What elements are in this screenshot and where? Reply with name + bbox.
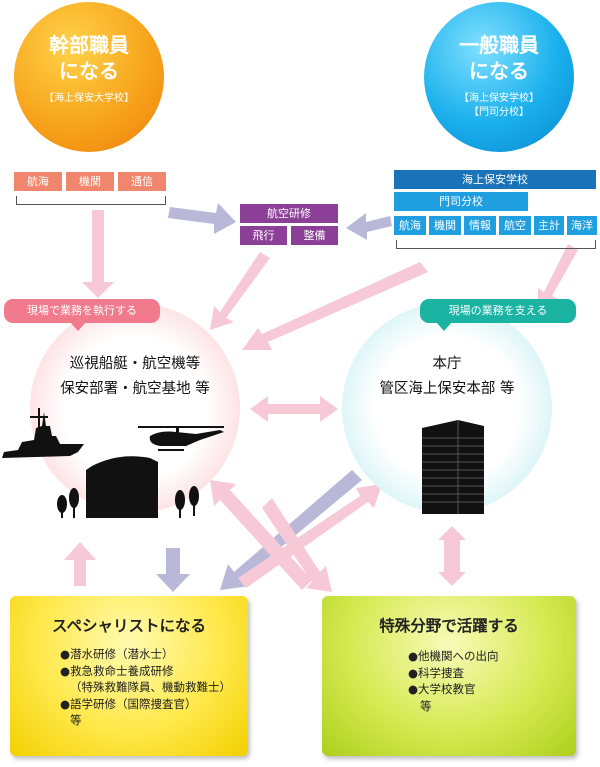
course-pill: 航空 bbox=[499, 216, 531, 235]
general-subtitle-line2: 【門司分校】 bbox=[469, 107, 529, 118]
general-subtitle: 【海上保安学校】 【門司分校】 bbox=[459, 92, 539, 120]
course-pill: 海洋 bbox=[567, 216, 597, 235]
list-item: ●語学研修（国際捜査官） bbox=[60, 696, 197, 711]
course-pill: 通信 bbox=[118, 172, 166, 191]
special-field-box: 特殊分野で活躍する ●他機関への出向 ●科学捜査 ●大学校教官 等 bbox=[322, 596, 576, 756]
aviation-label: 航空研修 bbox=[240, 204, 338, 223]
arrow-specialist-to-hq bbox=[238, 484, 382, 588]
general-subtitle-line1: 【海上保安学校】 bbox=[459, 93, 539, 104]
field-callout: 現場で業務を執行する bbox=[4, 299, 160, 323]
field-text: 巡視船艇・航空機等 保安部署・航空基地 等 bbox=[34, 352, 236, 402]
course-pill: 機関 bbox=[429, 216, 461, 235]
branch-label: 門司分校 bbox=[394, 192, 528, 211]
course-bracket bbox=[396, 240, 596, 249]
arrow-left-to-field bbox=[82, 210, 114, 298]
cadre-title: 幹部職員 になる bbox=[49, 32, 129, 84]
cadre-title-line1: 幹部職員 bbox=[49, 33, 129, 57]
arrow-green-to-field bbox=[210, 480, 312, 590]
arrow-right-to-field bbox=[242, 262, 428, 350]
field-line2: 保安部署・航空基地 等 bbox=[60, 381, 210, 397]
hq-building-icon bbox=[422, 420, 484, 514]
field-line1: 巡視船艇・航空機等 bbox=[69, 356, 201, 372]
aviation-course: 飛行 bbox=[240, 226, 287, 245]
list-item: （特殊救難隊員、機動救難士） bbox=[70, 680, 231, 694]
course-pill: 主計 bbox=[534, 216, 564, 235]
special-field-title: 特殊分野で活躍する bbox=[379, 617, 519, 635]
cadre-career-circle: 幹部職員 になる 【海上保安大学校】 bbox=[14, 2, 164, 152]
list-item: 等 bbox=[70, 713, 82, 727]
list-item: ●科学捜査 bbox=[408, 665, 465, 680]
specialist-title: スペシャリストになる bbox=[52, 617, 206, 635]
course-bracket bbox=[16, 196, 166, 205]
arrow-field-hq bbox=[250, 396, 338, 422]
hq-line1: 本庁 bbox=[432, 356, 462, 372]
hq-text: 本庁 管区海上保安本部 等 bbox=[346, 352, 548, 402]
list-item: ●潜水研修（潜水士） bbox=[60, 647, 174, 661]
field-callout-tail bbox=[70, 322, 86, 331]
ship-aircraft-silhouette bbox=[2, 408, 224, 518]
hq-line2: 管区海上保安本部 等 bbox=[379, 381, 515, 397]
general-title-line2: になる bbox=[469, 59, 529, 83]
course-pill: 機関 bbox=[66, 172, 114, 191]
arrow-field-to-specialist bbox=[156, 548, 190, 592]
general-title: 一般職員 になる bbox=[459, 32, 539, 84]
general-title-line1: 一般職員 bbox=[459, 33, 539, 57]
aviation-course: 整備 bbox=[291, 226, 338, 245]
arrow-hq-green bbox=[438, 526, 466, 586]
list-item: 等 bbox=[420, 698, 432, 713]
list-item: ●救急救命士養成研修 bbox=[60, 663, 174, 678]
course-pill: 情報 bbox=[464, 216, 496, 235]
arrow-right-to-aviation bbox=[346, 213, 392, 240]
hq-callout-tail bbox=[436, 322, 452, 331]
course-pill: 航海 bbox=[14, 172, 62, 191]
school-label: 海上保安学校 bbox=[394, 170, 596, 189]
specialist-box: スペシャリストになる ●潜水研修（潜水士） ●救急救命士養成研修 （特殊救難隊員… bbox=[10, 596, 248, 756]
arrow-right-to-hq bbox=[538, 244, 578, 310]
arrow-left-to-aviation bbox=[168, 203, 236, 234]
general-career-circle: 一般職員 になる 【海上保安学校】 【門司分校】 bbox=[424, 2, 574, 152]
specialist-list: ●潜水研修（潜水士） ●救急救命士養成研修 （特殊救難隊員、機動救難士） ●語学… bbox=[10, 646, 248, 729]
arrow-aviation-to-field bbox=[210, 252, 270, 330]
hq-callout: 現場の業務を支える bbox=[420, 299, 576, 323]
list-item: ●大学校教官 bbox=[408, 682, 476, 696]
cadre-subtitle: 【海上保安大学校】 bbox=[44, 93, 134, 104]
list-item: ●他機関への出向 bbox=[408, 649, 499, 663]
special-field-list: ●他機関への出向 ●科学捜査 ●大学校教官 等 bbox=[322, 648, 576, 714]
arrow-specialist-to-field bbox=[64, 542, 96, 586]
cadre-title-line2: になる bbox=[59, 59, 119, 83]
course-pill: 航海 bbox=[394, 216, 426, 235]
